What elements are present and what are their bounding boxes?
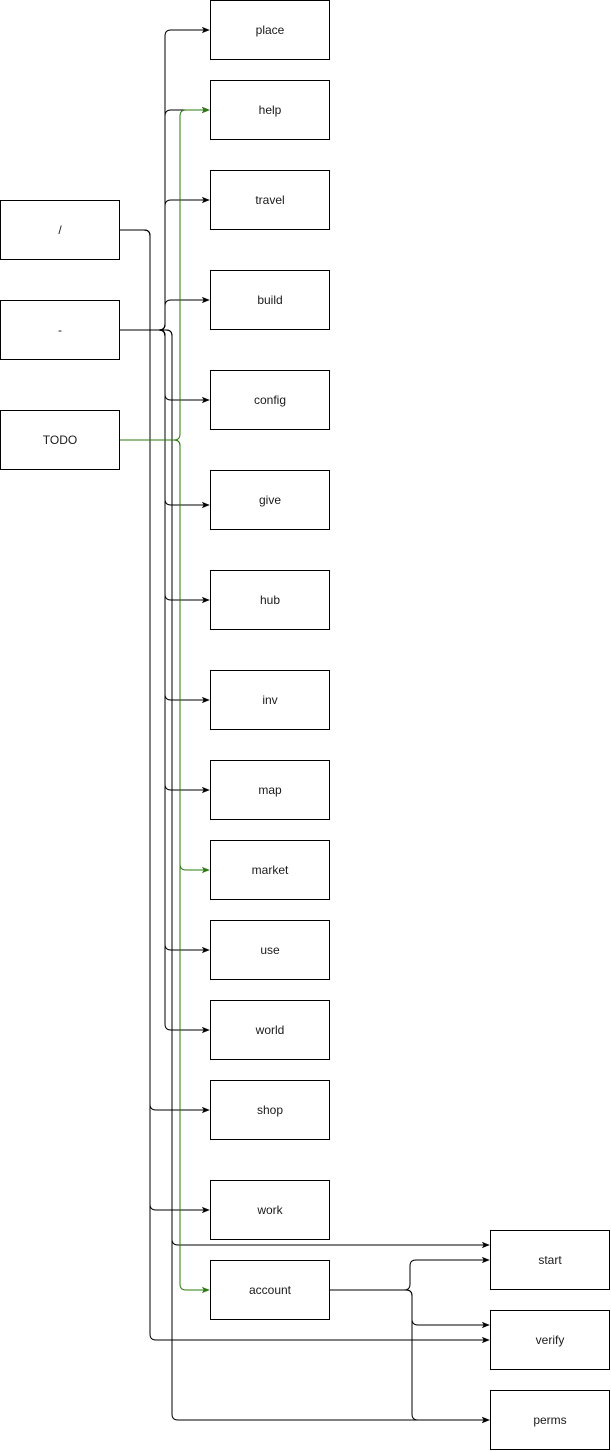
node-box — [210, 760, 330, 820]
edge-account-to-perms — [330, 1289, 490, 1424]
node-label: hub — [260, 593, 280, 607]
node-box — [210, 1000, 330, 1060]
node-market[interactable]: market — [210, 840, 330, 900]
node-box — [210, 470, 330, 530]
node-label: - — [58, 323, 62, 337]
edge-todo-to-help — [120, 106, 210, 441]
node-label: travel — [255, 193, 284, 207]
node-label: place — [256, 23, 285, 37]
node-box — [0, 410, 120, 470]
node-box — [210, 270, 330, 330]
node-config[interactable]: config — [210, 370, 330, 430]
node-label: give — [259, 493, 281, 507]
node-give[interactable]: give — [210, 470, 330, 530]
node-label: TODO — [43, 433, 77, 447]
node-label: inv — [262, 693, 277, 707]
node-box — [210, 0, 330, 60]
node-box — [210, 1180, 330, 1240]
node-box — [210, 80, 330, 140]
node-help[interactable]: help — [210, 80, 330, 140]
node-label: / — [58, 223, 62, 237]
node-slash[interactable]: / — [0, 200, 120, 260]
node-label: map — [258, 783, 282, 797]
node-account[interactable]: account — [210, 1260, 330, 1320]
node-verify[interactable]: verify — [490, 1310, 610, 1370]
node-world[interactable]: world — [210, 1000, 330, 1060]
node-start[interactable]: start — [490, 1230, 610, 1290]
node-label: world — [255, 1023, 285, 1037]
node-label: config — [254, 393, 286, 407]
node-label: verify — [536, 1333, 565, 1347]
node-label: work — [256, 1203, 283, 1217]
node-label: use — [260, 943, 280, 957]
node-box — [210, 840, 330, 900]
node-place[interactable]: place — [210, 0, 330, 60]
node-box — [490, 1230, 610, 1290]
node-box — [0, 300, 120, 360]
node-label: build — [257, 293, 282, 307]
node-build[interactable]: build — [210, 270, 330, 330]
node-use[interactable]: use — [210, 920, 330, 980]
node-box — [210, 170, 330, 230]
node-label: account — [249, 1283, 292, 1297]
node-box — [210, 920, 330, 980]
node-todo[interactable]: TODO — [0, 410, 120, 470]
node-shop[interactable]: shop — [210, 1080, 330, 1140]
node-box — [210, 1080, 330, 1140]
node-dash[interactable]: - — [0, 300, 120, 360]
edge-account-to-verify — [330, 1289, 490, 1329]
node-box — [0, 200, 120, 260]
node-work[interactable]: work — [210, 1180, 330, 1240]
node-perms[interactable]: perms — [490, 1390, 610, 1450]
node-label: market — [252, 863, 289, 877]
edge-slash-to-verify — [120, 229, 490, 1344]
edge-dash-to-world — [120, 329, 210, 1034]
node-label: help — [259, 103, 282, 117]
node-map[interactable]: map — [210, 760, 330, 820]
edge-dash-to-perms — [120, 329, 490, 1424]
edge-account-to-start — [330, 1256, 490, 1291]
node-travel[interactable]: travel — [210, 170, 330, 230]
node-hub[interactable]: hub — [210, 570, 330, 630]
node-inv[interactable]: inv — [210, 670, 330, 730]
node-box — [490, 1390, 610, 1450]
node-box — [210, 1260, 330, 1320]
node-box — [490, 1310, 610, 1370]
node-label: start — [538, 1253, 562, 1267]
node-label: shop — [257, 1103, 283, 1117]
node-box — [210, 370, 330, 430]
node-box — [210, 570, 330, 630]
node-label: perms — [533, 1413, 566, 1427]
node-box — [210, 670, 330, 730]
edge-todo-to-account — [120, 439, 210, 1294]
